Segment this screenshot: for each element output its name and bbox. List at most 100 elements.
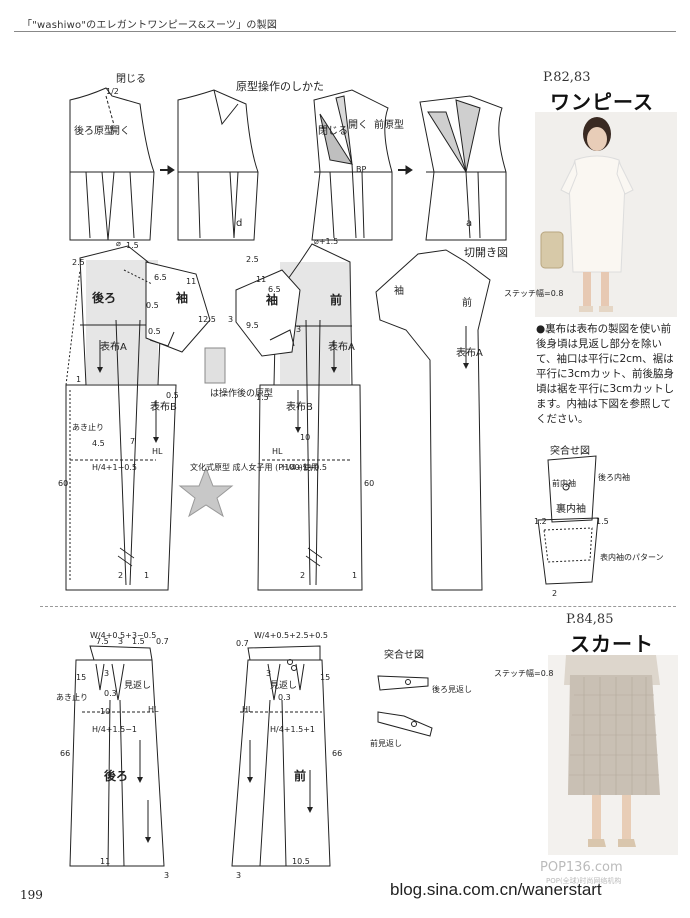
num-2-front: 2 (300, 571, 305, 580)
label-fabric-b-back: 表布B (150, 400, 177, 413)
skirt-page-ref: P.84,85 (566, 612, 614, 627)
label-skirt-back: 後ろ (104, 768, 128, 783)
formula-hip-skirt-front: H/4+1.5+1 (270, 725, 315, 734)
label-lining-inner-sleeve: 裏内袖 (556, 502, 586, 515)
mark-d-1: d (236, 218, 242, 229)
label-open-2: 開く (348, 119, 368, 131)
label-front-facing: 前見返し (370, 738, 402, 748)
header-title: 「"washiwo"のエレガントワンピース&スーツ」の製図 (22, 20, 278, 31)
skirt-title: スカート (570, 632, 654, 656)
stitch-width-2: ステッチ幅=0.8 (494, 668, 553, 678)
label-fabric-a-spread: 表布A (456, 346, 483, 359)
shaded-legend-swatch (204, 347, 226, 384)
num-1-2: 1.2 (534, 517, 547, 526)
section-divider (40, 606, 676, 607)
skirt-back-draft (69, 645, 165, 867)
label-facing-back: 見返し (124, 679, 151, 691)
num-1-5-skirt: 1.5 (132, 637, 145, 646)
num-0-5b: 0.5 (148, 327, 161, 336)
num-7: 7 (130, 437, 135, 446)
num-1-front-hem: 1 (352, 571, 357, 580)
label-fabric-b-front: 表布B (286, 400, 313, 413)
dress-title: ワンピース (550, 90, 654, 114)
num-0-3-front: 0.3 (278, 693, 291, 702)
label-manipulated-block: は操作後の原型 (210, 387, 273, 399)
num-0-5-back: 0.5 (146, 301, 159, 310)
stitch-width-1: ステッチ幅=0.8 (504, 288, 563, 298)
label-opening-stop: あき止り (72, 422, 104, 432)
label-back-inner-sleeve: 後ろ内袖 (598, 472, 630, 482)
num-1-back: 1 (76, 375, 81, 384)
label-fabric-a-front: 表布A (328, 340, 355, 353)
formula-hip-back: H/4+1−0.5 (92, 463, 137, 472)
num-3-front: 3 (228, 315, 233, 324)
dress-page-ref: P.82,83 (543, 70, 591, 85)
label-outer-inner-sleeve-pattern: 表内袖のパターン (600, 552, 664, 562)
num-11-front: 11 (256, 275, 266, 284)
num-2-sleeve: 2 (552, 589, 557, 598)
num-3-skirt-front: 3 (266, 669, 271, 678)
label-hl-back: HL (152, 447, 163, 456)
num-3-skirt: 3 (118, 637, 123, 646)
num-11-hem: 11 (100, 857, 110, 866)
label-hl-front: HL (272, 447, 283, 456)
num-1-5-front: 1.5 (256, 393, 269, 402)
formula-hip-front: H/4+1+0.5 (282, 463, 327, 472)
brand-watermark-sub: POP(全球)时尚网络机构 (546, 877, 622, 885)
label-open-1: 開く (110, 125, 130, 137)
num-1-5: 1.5 (126, 241, 139, 250)
num-4-5: 4.5 (92, 439, 105, 448)
num-10-5-hem: 10.5 (292, 857, 310, 866)
slash-spread-draft (375, 249, 491, 591)
dress-photo (535, 112, 677, 317)
num-0-5c: 0.5 (166, 391, 179, 400)
label-hl-skirt-back: HL (148, 705, 159, 714)
butt-diagram-title-2: 突合せ図 (550, 444, 590, 457)
num-0-3-back: 0.3 (104, 689, 117, 698)
num-circ: ⌀ (116, 239, 121, 248)
slash-spread-title: 切開き図 (464, 246, 508, 259)
label-front: 前 (330, 292, 342, 307)
label-sleeve-front: 袖 (266, 292, 278, 307)
label-facing-front: 見返し (270, 679, 297, 691)
label-back-block: 後ろ原型 (74, 124, 114, 137)
num-15-front: 15 (320, 673, 330, 682)
label-opening-stop-skirt: あき止り (56, 692, 88, 702)
label-close-2: 閉じる (318, 125, 348, 137)
num-6-5-front: 6.5 (268, 285, 281, 294)
star-badge (178, 466, 234, 518)
label-back-facing: 後ろ見返し (432, 684, 472, 694)
num-12-5: 12.5 (198, 315, 216, 324)
num-3-hem-front: 3 (236, 871, 241, 880)
label-hl-skirt-front: HL (242, 705, 253, 714)
num-3-skirt-b: 3 (104, 669, 109, 678)
num-0-7-front: 0.7 (236, 639, 249, 648)
num-11-back: 11 (186, 277, 196, 286)
num-3-hem: 3 (164, 871, 169, 880)
formula-hip-skirt-back: H/4+1.5−1 (92, 725, 137, 734)
label-close-1: 閉じる (116, 73, 146, 85)
num-circ-plus: ⌀+1.5 (314, 237, 338, 246)
num-2-back: 2 (118, 571, 123, 580)
label-front-inner-sleeve: 前内袖 (552, 478, 576, 488)
skirt-photo (548, 655, 678, 855)
dress-back-draft (65, 245, 211, 591)
num-10-front: 10 (300, 433, 310, 442)
num-15-back: 15 (76, 673, 86, 682)
label-sleeve-spread: 袖 (394, 284, 404, 297)
star-text: 文化式原型 成人女子用 (P.100)使用 (190, 462, 319, 472)
mark-a-1: a (466, 218, 472, 229)
formula-waist-back: W/4+0.5+3−0.5 (90, 631, 156, 640)
formula-waist-front: W/4+0.5+2.5+0.5 (254, 631, 328, 640)
num-7-5: 7.5 (96, 637, 109, 646)
num-66-back: 66 (60, 749, 70, 758)
label-back: 後ろ (92, 290, 116, 305)
num-9-5: 9.5 (246, 321, 259, 330)
num-3-front-b: 3 (296, 325, 301, 334)
facing-butt-diagram (377, 675, 433, 737)
num-1-back-hem: 1 (144, 571, 149, 580)
butt-diagram-title-1: 突合せ図 (384, 648, 424, 661)
label-bp: BP (356, 165, 366, 174)
label-front-spread: 前 (462, 296, 472, 309)
manipulation-title: 原型操作のしかた (236, 79, 324, 93)
